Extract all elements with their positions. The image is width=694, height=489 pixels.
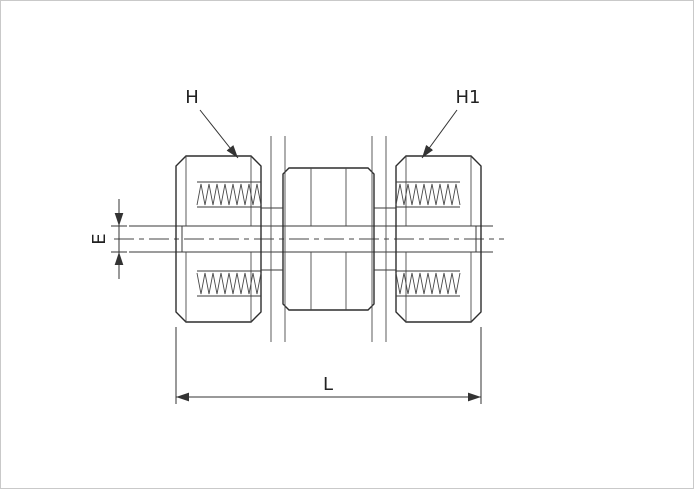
callout-label-h: H bbox=[185, 87, 199, 108]
dimension-l: L bbox=[175, 327, 482, 404]
center-body bbox=[261, 167, 396, 311]
thread-zigzag-right-bottom bbox=[395, 272, 461, 295]
callout-h: H bbox=[185, 87, 239, 159]
body-hex-outline bbox=[282, 167, 375, 311]
thread-zigzag-left-top bbox=[196, 183, 262, 206]
h1-leader-line bbox=[421, 109, 458, 159]
dimension-label-l: L bbox=[323, 374, 333, 395]
thread-zigzag-right-top bbox=[395, 183, 461, 206]
right-nut bbox=[395, 155, 482, 323]
dimension-label-e: E bbox=[89, 233, 110, 244]
callout-h1: H1 bbox=[421, 87, 481, 159]
thread-zigzag-left-bottom bbox=[196, 272, 262, 295]
threads-right bbox=[395, 181, 461, 297]
h-leader-line bbox=[199, 109, 239, 159]
callout-label-h1: H1 bbox=[456, 87, 481, 108]
threads-left bbox=[196, 181, 262, 297]
insertion-marks bbox=[270, 136, 387, 342]
left-nut bbox=[175, 155, 262, 323]
dimension-e: E bbox=[89, 199, 127, 279]
